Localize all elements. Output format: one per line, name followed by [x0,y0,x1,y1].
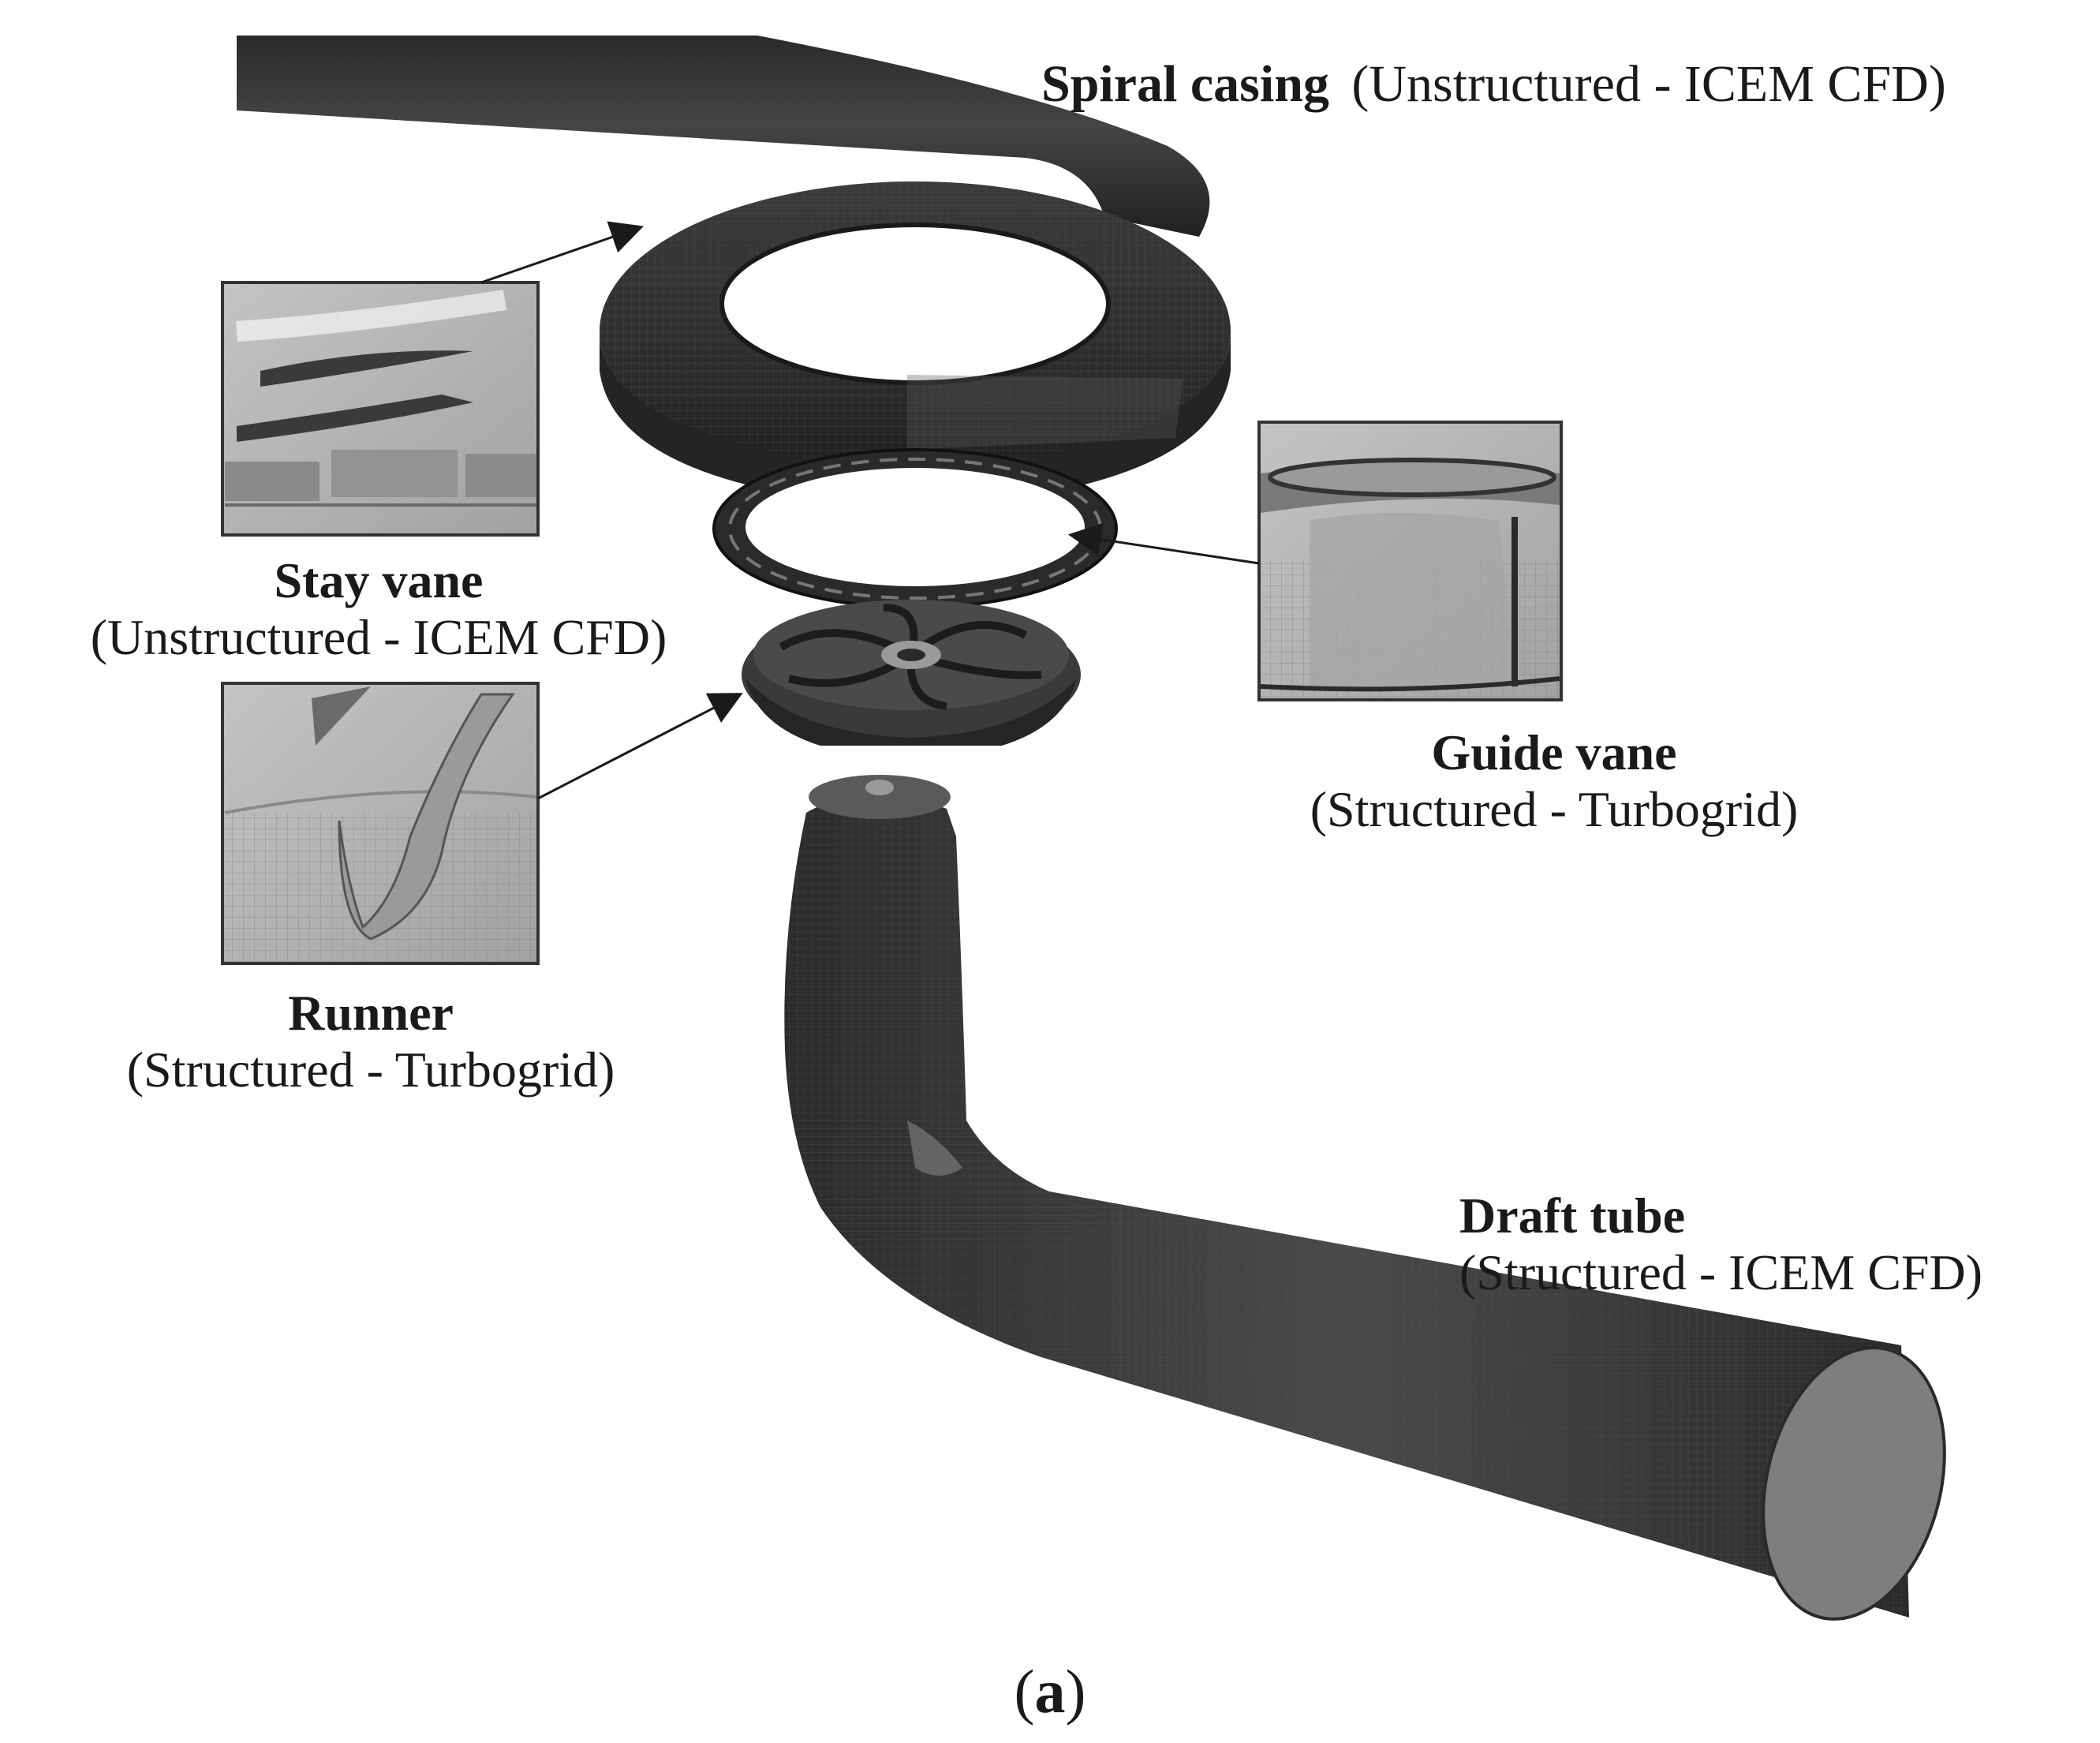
spiral-casing-label: Spiral casing (Unstructured - ICEM CFD) [1041,55,1946,114]
guide-vane-ring [712,448,1118,609]
stay-vane-arrow [480,221,644,284]
guide-vane-mesh: (Structured - Turbogrid) [1310,780,1799,837]
panel-label-close: ) [1065,1657,1086,1726]
runner-inset [221,682,540,965]
runner-arrow [537,693,743,800]
guide-vane-inset [1257,421,1563,701]
draft-tube-label: Draft tube (Structured - ICEM CFD) [1459,1188,1982,1300]
stay-vane-inset [221,281,540,537]
guide-vane-label: Guide vane (Structured - Turbogrid) [1262,724,1846,837]
draft-tube-name: Draft tube [1459,1188,1686,1244]
spiral-casing-name: Spiral casing [1041,55,1329,113]
stay-vane-mesh: (Unstructured - ICEM CFD) [90,608,667,665]
guide-vane-name: Guide vane [1431,724,1677,780]
panel-label: (a) [971,1657,1129,1726]
spiral-casing-torus [600,181,1231,509]
spiral-casing-inlet-pipe [237,36,1210,237]
spiral-casing-mesh: (Unstructured - ICEM CFD) [1351,55,1946,113]
callout-arrows [480,221,1260,800]
panel-label-open: ( [1014,1657,1035,1726]
draft-tube [784,775,1946,1621]
stay-vane-label: Stay vane (Unstructured - ICEM CFD) [32,552,726,665]
draft-tube-mesh: (Structured - ICEM CFD) [1459,1244,1983,1300]
guide-vane-arrow [1067,522,1260,565]
stay-vane-name: Stay vane [274,552,484,608]
runner-label: Runner (Structured - Turbogrid) [79,985,663,1098]
runner-mesh: (Structured - Turbogrid) [126,1041,615,1098]
panel-label-letter: a [1034,1657,1066,1726]
runner-wheel [742,600,1081,746]
runner-name: Runner [288,985,454,1041]
